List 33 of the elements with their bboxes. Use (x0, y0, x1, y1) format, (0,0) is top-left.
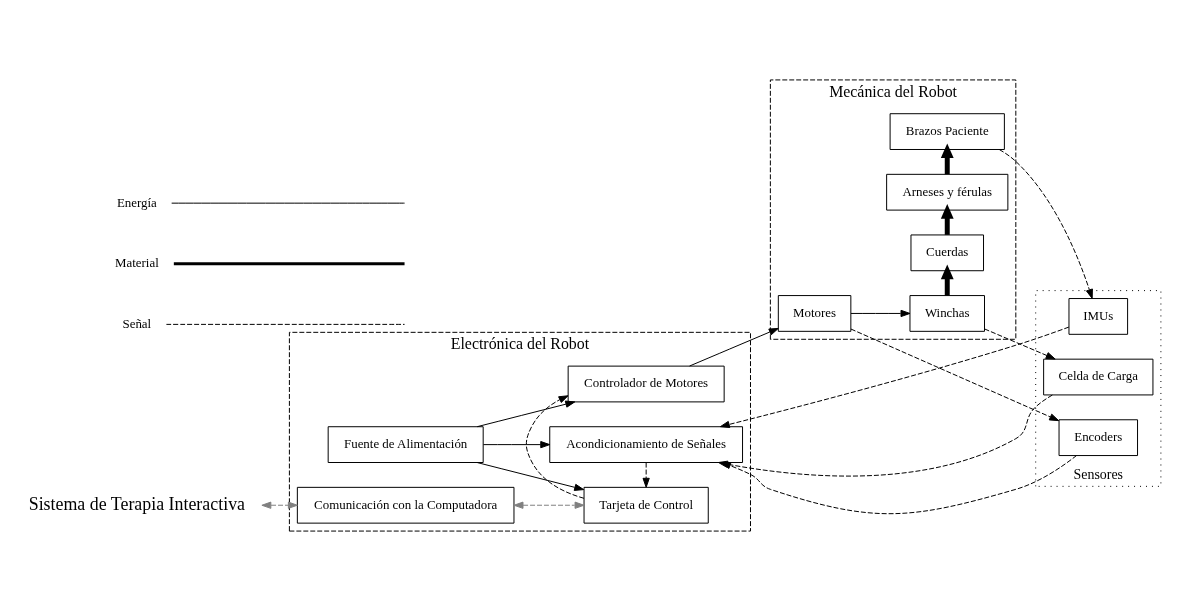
node-box: Comunicación con la Computadora (296, 486, 515, 524)
arrow (940, 264, 954, 295)
legend-label: Material (115, 254, 159, 270)
arrow (850, 309, 911, 317)
node-box: Fuente de Alimentación (327, 425, 484, 463)
node-box: Motores (777, 294, 852, 332)
node-box: Winchas (909, 294, 985, 332)
arrow (513, 501, 585, 509)
arrow (261, 501, 298, 509)
arrow (998, 148, 1093, 299)
legend-label: Energía (116, 194, 157, 210)
arrow (642, 461, 650, 488)
arrow (940, 203, 954, 235)
arrow (850, 328, 1060, 421)
node-box: Celda de Carga (1043, 358, 1154, 395)
node-box: Encoders (1058, 418, 1139, 456)
node-box: IMUs (1068, 297, 1129, 335)
arrow (689, 327, 779, 366)
arrow (984, 328, 1056, 360)
arrow (476, 461, 585, 491)
arrow (482, 440, 551, 448)
node-box: Controlador de Motores (567, 365, 725, 402)
node-text: Sistema de Terapia Interactiva (28, 493, 246, 514)
legend-label: Señal (122, 315, 152, 331)
node-box: Arneses y férulas (886, 173, 1009, 211)
node-box: Cuerdas (910, 233, 984, 271)
node-box: Tarjeta de Control (583, 486, 709, 524)
node-box: Brazos Paciente (889, 112, 1005, 150)
arrow (525, 394, 585, 499)
arrow (940, 142, 954, 174)
node-box: Acondicionamiento de Señales (549, 425, 744, 463)
arrow (476, 400, 576, 427)
arrow (719, 326, 1070, 428)
